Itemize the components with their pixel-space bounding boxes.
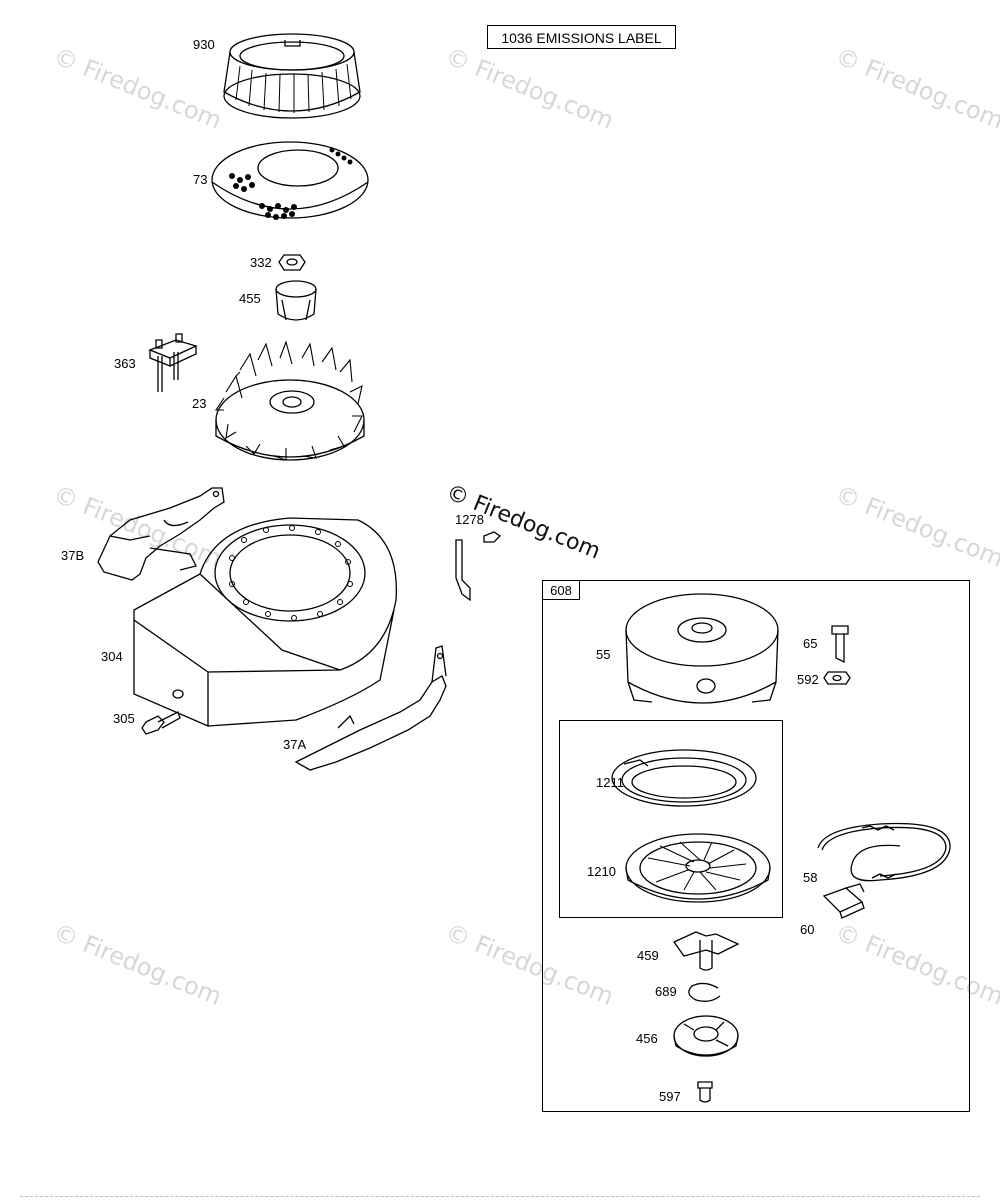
flywheel-23 (214, 340, 365, 461)
blower-housing-304 (133, 517, 397, 727)
part-label-363: 363 (114, 356, 136, 371)
nut-592 (823, 671, 851, 685)
part-label-689: 689 (655, 984, 677, 999)
screen-plate-73 (211, 141, 369, 220)
starter-kit-box (542, 580, 970, 1112)
screw-597 (697, 1081, 713, 1103)
part-label-37a: 37A (283, 737, 307, 752)
part-label-456: 456 (636, 1031, 658, 1046)
part-label-65: 65 (803, 636, 818, 651)
part-label-60: 60 (800, 922, 815, 937)
part-label-304: 304 (101, 649, 123, 664)
part-label-73: 73 (193, 172, 208, 187)
clutch-455 (275, 280, 317, 321)
rewind-spring-1211 (611, 749, 757, 807)
screw-65 (831, 625, 849, 664)
starter-handle-60 (822, 883, 865, 919)
starter-rope-58 (817, 822, 951, 882)
retainer-456 (673, 1015, 739, 1057)
footer-divider (20, 1196, 980, 1197)
part-label-58: 58 (803, 870, 818, 885)
part-label-459: 459 (637, 948, 659, 963)
part-label-332: 332 (250, 255, 272, 270)
part-label-592: 592 (797, 672, 819, 687)
part-label-597: 597 (659, 1089, 681, 1104)
part-label-37b: 37B (61, 548, 85, 563)
baffle-37b (97, 487, 225, 581)
part-label-305: 305 (113, 711, 135, 726)
part-label-930: 930 (193, 37, 215, 52)
spring-pulley-subassembly-box (559, 720, 783, 918)
part-label-55: 55 (596, 647, 611, 662)
part-label-455: 455 (239, 291, 261, 306)
bracket-1278 (455, 531, 502, 602)
pulley-1210 (625, 833, 771, 903)
part-label-1210: 1210 (587, 864, 616, 879)
rewind-housing-55 (625, 593, 779, 704)
part-label-1211: 1211 (596, 775, 624, 790)
grass-screen-930 (223, 33, 361, 119)
part-label-1278: 1278 (455, 512, 484, 527)
pawl-459 (673, 931, 740, 971)
retainer-689 (688, 982, 721, 1002)
nut-332 (278, 254, 306, 271)
kit-number-tag: 608 (542, 580, 580, 600)
emissions-label-box: 1036 EMISSIONS LABEL (487, 25, 676, 49)
baffle-37a (294, 645, 447, 771)
bolt-305 (141, 711, 181, 735)
part-label-23: 23 (192, 396, 207, 411)
bracket-363 (148, 333, 198, 392)
